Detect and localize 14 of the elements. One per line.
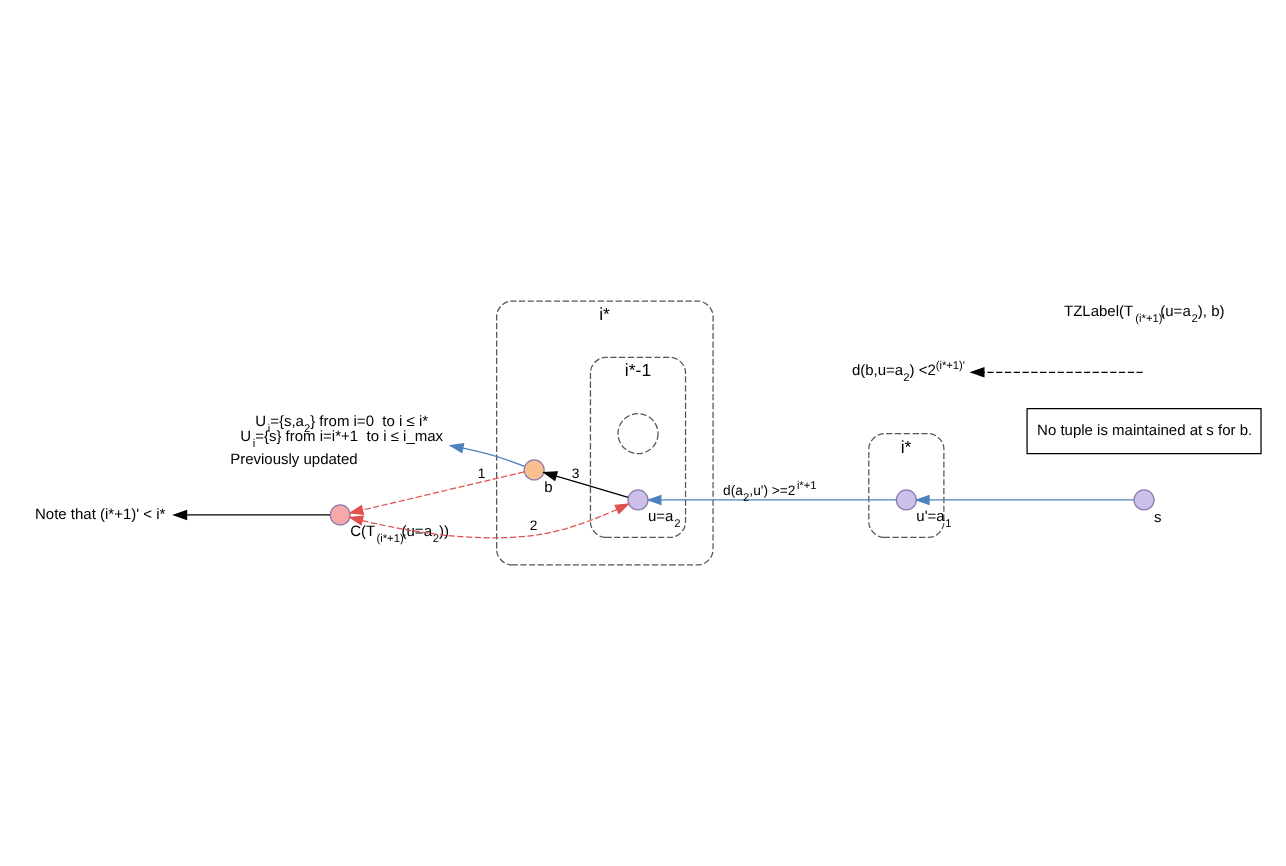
arrow bbox=[172, 509, 331, 521]
arrow bbox=[448, 443, 526, 468]
arrow bbox=[542, 471, 629, 498]
node-circle bbox=[329, 504, 351, 526]
node-circle bbox=[523, 459, 545, 481]
arrow bbox=[969, 367, 1144, 378]
node-circle bbox=[617, 413, 659, 455]
node-circle bbox=[627, 489, 649, 511]
arrow bbox=[348, 471, 525, 515]
node-circle bbox=[895, 489, 917, 511]
node-circle bbox=[1133, 489, 1155, 511]
arrow bbox=[348, 503, 631, 539]
arrow bbox=[914, 494, 1135, 506]
arrow bbox=[646, 494, 897, 506]
